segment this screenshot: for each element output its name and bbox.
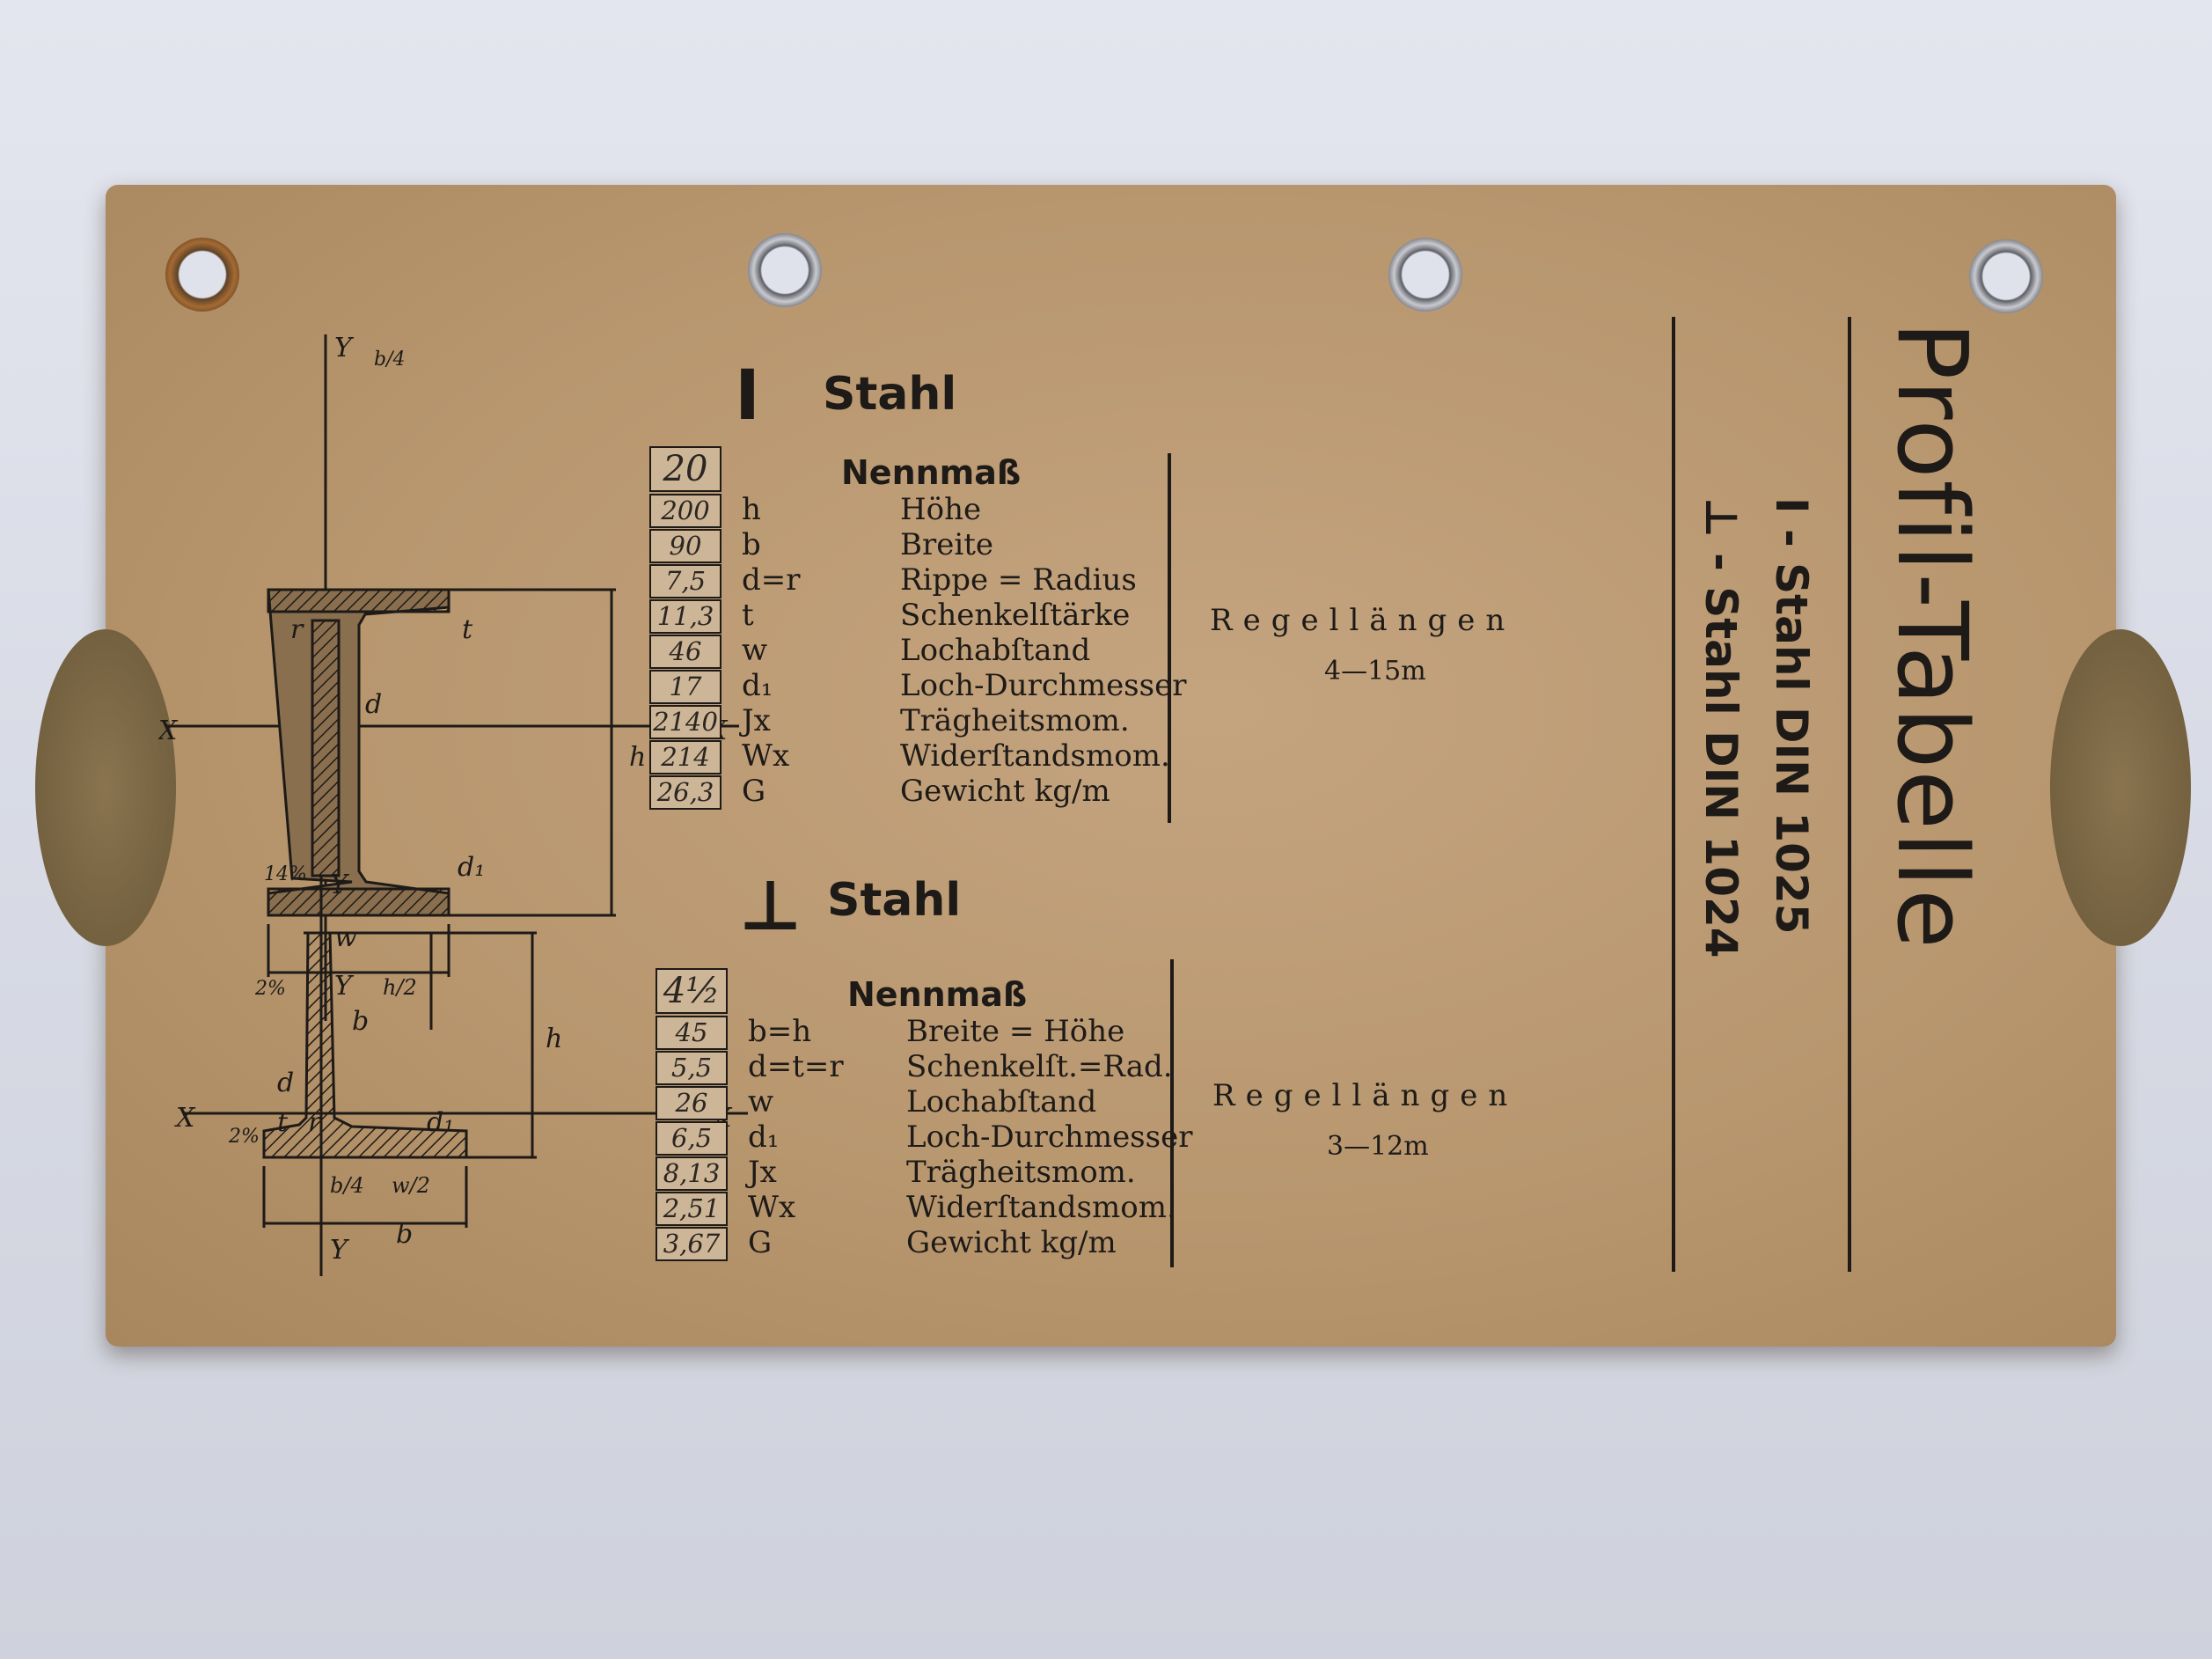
t-section-nominal-label: Nennmaß	[847, 975, 1028, 1014]
i-beam-label-w: w	[334, 922, 357, 953]
t-beam-label-y-bottom: Y	[330, 1235, 350, 1266]
profile-table-card: Y b/4 t r d X X h 14% d₁ w Y b	[35, 185, 2191, 1347]
right-slide-notch	[2050, 629, 2191, 946]
i-section-nominal-value: 20	[649, 446, 721, 492]
left-slide-notch	[35, 629, 176, 946]
table-row: 90 b Breite	[649, 527, 1177, 563]
t-section-symbol: ⊥	[739, 867, 802, 946]
table-row: 7,5 d=r Rippe = Radius	[649, 562, 1177, 598]
side-line-i-stahl: I - Stahl DIN 1025	[1766, 497, 1817, 935]
table-row: 214 Wx Widerſtandsmom.	[649, 738, 1177, 774]
table-row: 200 h Höhe	[649, 492, 1177, 528]
t-beam-label-x-left: X	[174, 1103, 196, 1134]
t-section-nominal-value: 4½	[656, 968, 728, 1014]
i-beam-label-t: t	[462, 614, 473, 645]
t-beam-label-r: r	[308, 1107, 322, 1138]
side-title: Profil-Tabelle	[1876, 321, 1989, 951]
i-beam-label-x-left: X	[158, 716, 179, 746]
i-beam-label-h: h	[629, 742, 646, 773]
table-row: 6,5 d₁ Loch-Durchmesser	[656, 1119, 1192, 1156]
i-section-symbol: I	[735, 356, 761, 436]
table-row: 26 w Lochabſtand	[656, 1084, 1183, 1120]
t-beam-label-h2: h/2	[383, 975, 417, 1000]
t-beam-label-b: b	[396, 1219, 413, 1250]
t-beam-label-h: h	[546, 1024, 562, 1054]
t-beam-label-slope-bottom: 2%	[228, 1126, 260, 1148]
table-row: 26,3 G Gewicht kg/m	[649, 774, 1177, 810]
i-beam-label-d1: d₁	[458, 852, 485, 883]
t-section-regel-range: 3—12m	[1327, 1131, 1429, 1162]
grommet-hole-4	[1969, 239, 2043, 313]
i-beam-label-r: r	[290, 614, 304, 645]
grommet-hole-1	[165, 238, 239, 312]
side-line-t-stahl: ⊥ - Stahl DIN 1024	[1696, 497, 1747, 958]
side-divider-right	[1848, 317, 1851, 1272]
t-section-title: Stahl	[827, 874, 962, 927]
i-section-regel-label: Regellängen	[1210, 603, 1516, 638]
i-beam-cross-section-diagram: Y b/4 t r d X X h 14% d₁ w Y b	[158, 333, 739, 1037]
table-row: 11,3 t Schenkelſtärke	[649, 598, 1177, 634]
i-beam-label-y-top: Y	[334, 333, 355, 363]
t-beam-label-d1: d₁	[427, 1107, 454, 1138]
grommet-hole-2	[748, 233, 822, 307]
t-beam-cross-section-diagram: Y 2% h/2 h d X X 2% t r d₁ b/4 w/2 Y b	[174, 870, 748, 1276]
i-section-title: Stahl	[823, 368, 957, 421]
i-beam-label-b: b	[352, 1006, 369, 1037]
t-beam-label-d: d	[277, 1068, 294, 1098]
i-beam-label-d: d	[365, 689, 382, 720]
table-row: 46 w Lochabſtand	[649, 633, 1177, 669]
i-beam-label-b4: b/4	[374, 349, 406, 371]
table-row: 5,5 d=t=r Schenkelſt.=Rad.	[656, 1049, 1183, 1085]
t-beam-label-slope-top: 2%	[254, 978, 286, 1000]
table-row: 2,51 Wx Widerſtandsmom.	[656, 1190, 1183, 1226]
table-row: 3,67 G Gewicht kg/m	[656, 1225, 1183, 1261]
i-section-nominal-label: Nennmaß	[841, 453, 1022, 492]
table-row: 2140 Jx Trägheitsmom.	[649, 703, 1177, 739]
t-section-regel-label: Regellängen	[1212, 1078, 1519, 1113]
t-section-divider	[1170, 959, 1174, 1267]
table-row: 45 b=h Breite = Höhe	[656, 1014, 1183, 1050]
t-beam-label-w2: w/2	[392, 1173, 430, 1198]
i-beam-label-slope: 14%	[264, 863, 307, 885]
side-divider-left	[1672, 317, 1675, 1272]
table-row: 8,13 Jx Trägheitsmom.	[656, 1155, 1183, 1191]
t-beam-label-t: t	[277, 1107, 289, 1138]
t-beam-label-b4: b/4	[330, 1173, 364, 1198]
i-beam-label-y-bottom: Y	[334, 971, 355, 1002]
table-row: 17 d₁ Loch-Durchmesser	[649, 668, 1186, 704]
i-section-regel-range: 4—15m	[1324, 656, 1426, 686]
i-section-divider	[1168, 453, 1171, 823]
t-beam-label-y-top: Y	[330, 870, 350, 900]
grommet-hole-3	[1388, 238, 1462, 312]
